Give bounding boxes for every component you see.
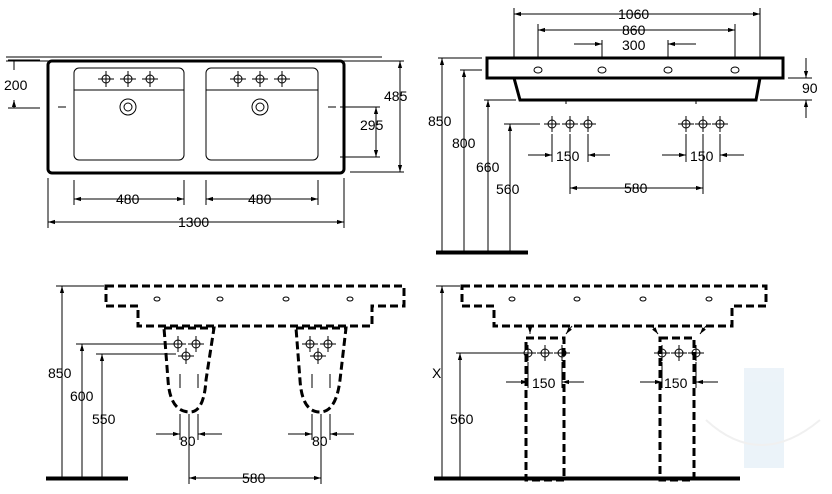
front-view: 1060 860 300 90 850 800 660 560 xyxy=(428,6,818,255)
dim-col-span-left: 150 xyxy=(532,375,556,391)
watermark-logo xyxy=(705,368,821,468)
left-bowl xyxy=(73,67,185,161)
countertop xyxy=(485,56,785,80)
dim-tap-centers: 580 xyxy=(624,180,648,196)
dim-col-height-560: 560 xyxy=(450,411,474,427)
dim-tap-span-left: 150 xyxy=(556,148,580,164)
right-bowl xyxy=(205,67,319,161)
dim-ped-height-600: 600 xyxy=(70,388,94,404)
pedestal-basin xyxy=(104,284,406,328)
column-view: X 560 150 150 xyxy=(432,284,768,482)
pedestal-view: 850 600 550 80 80 580 xyxy=(46,284,406,486)
tap-group-left xyxy=(543,115,597,133)
dim-height-660: 660 xyxy=(476,159,500,175)
dim-inner: 300 xyxy=(622,37,646,53)
top-view: 200 485 295 480 480 1300 xyxy=(4,56,408,230)
dim-tap-span-right: 150 xyxy=(690,148,714,164)
dim-height-top: 850 xyxy=(428,113,452,129)
drain-right xyxy=(251,98,269,116)
column-basin xyxy=(460,284,768,328)
tap-group-right xyxy=(677,115,729,133)
dim-ped-width-right: 80 xyxy=(312,433,328,449)
dim-bowl-left: 480 xyxy=(116,191,140,207)
dim-ped-height-550: 550 xyxy=(92,411,116,427)
dim-ped-centers: 580 xyxy=(242,470,266,486)
dim-col-height-x: X xyxy=(432,365,442,381)
pedestal-left xyxy=(162,326,216,414)
dim-ped-height-top: 850 xyxy=(48,365,72,381)
dim-tap-offset: 200 xyxy=(4,77,28,93)
dim-height-560: 560 xyxy=(496,181,520,197)
dim-height-rim: 800 xyxy=(452,135,476,151)
dim-bowl-right: 480 xyxy=(248,191,272,207)
dim-depth: 485 xyxy=(384,88,408,104)
drain-left xyxy=(119,98,137,116)
basin-outline xyxy=(46,59,346,175)
dim-thickness: 90 xyxy=(802,80,818,96)
dim-drain-offset: 295 xyxy=(360,117,384,133)
dim-ped-width-left: 80 xyxy=(180,433,196,449)
pedestal-right xyxy=(294,326,348,414)
dim-overall: 1060 xyxy=(618,6,649,22)
overflow-holes xyxy=(533,66,740,74)
dim-col-span-right: 150 xyxy=(664,375,688,391)
dim-mid: 860 xyxy=(622,22,646,38)
dim-total-width: 1300 xyxy=(178,214,209,230)
column-right xyxy=(658,336,696,482)
